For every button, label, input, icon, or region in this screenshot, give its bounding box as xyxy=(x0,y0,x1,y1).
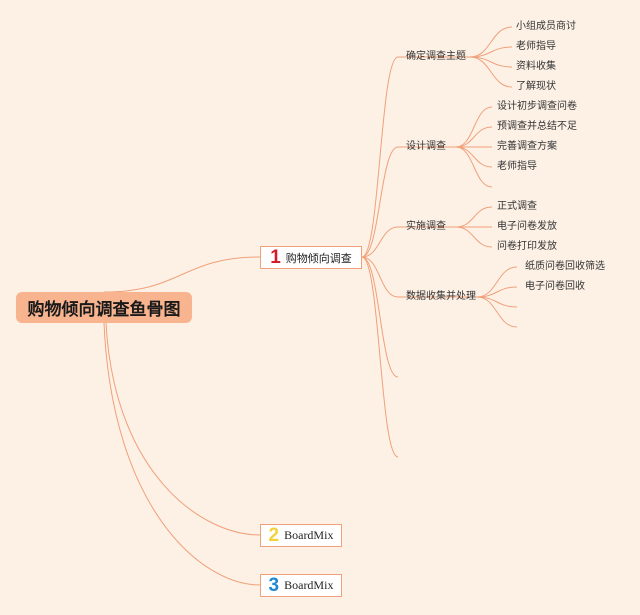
branch-to-topic-line-5 xyxy=(361,256,399,378)
topic4-leaf-line-4 xyxy=(476,296,518,328)
root-to-branch-2-line xyxy=(105,322,261,536)
branch-node-1[interactable]: 1 购物倾向调查 xyxy=(260,246,362,269)
topic-label-4[interactable]: 数据收集并处理 xyxy=(406,291,476,302)
subtopic-3-3[interactable]: 问卷打印发放 xyxy=(497,241,557,252)
subtopic-1-4[interactable]: 了解现状 xyxy=(516,81,556,92)
topic-label-3[interactable]: 实施调查 xyxy=(406,221,446,232)
root-to-branch-1-line xyxy=(103,256,261,293)
branch-number-2: 2 xyxy=(268,525,280,546)
root-topic-label: 购物倾向调查鱼骨图 xyxy=(27,300,181,320)
subtopic-2-1[interactable]: 设计初步调查问卷 xyxy=(497,101,577,112)
topic3-leaf-line-1 xyxy=(455,206,493,228)
topic2-leaf-line-2 xyxy=(455,126,493,148)
subtopic-1-2[interactable]: 老师指导 xyxy=(516,41,556,52)
subtopic-2-2[interactable]: 预调查并总结不足 xyxy=(497,121,577,132)
branch-node-3[interactable]: 3 BoardMix xyxy=(260,574,342,597)
topic2-leaf-line-5 xyxy=(455,146,493,188)
branch-to-topic-line-3 xyxy=(361,226,399,258)
topic-label-1[interactable]: 确定调查主题 xyxy=(406,51,466,62)
branch-label-2: BoardMix xyxy=(284,528,334,542)
topic4-leaf-line-2 xyxy=(476,286,518,298)
topic2-leaf-line-4 xyxy=(455,146,493,168)
topic4-leaf-line-1 xyxy=(476,266,518,298)
subtopic-1-3[interactable]: 资料收集 xyxy=(516,61,556,72)
branch-to-topic-line-4 xyxy=(361,256,399,298)
subtopic-3-2[interactable]: 电子问卷发放 xyxy=(497,221,557,232)
topic3-leaf-line-3 xyxy=(455,226,493,248)
branch-number-3: 3 xyxy=(268,575,280,596)
root-topic[interactable]: 购物倾向调查鱼骨图 xyxy=(16,292,192,323)
branch-label-1: 购物倾向调查 xyxy=(285,251,352,265)
branch-node-2[interactable]: 2 BoardMix xyxy=(260,524,342,547)
root-to-branch-3-line xyxy=(103,322,261,586)
branch-to-topic-line-2 xyxy=(361,146,399,258)
subtopic-2-3[interactable]: 完善调查方案 xyxy=(497,141,557,152)
topic1-leaf-line-1 xyxy=(469,26,513,58)
branch-label-3: BoardMix xyxy=(284,578,334,592)
topic1-leaf-line-2 xyxy=(469,46,513,58)
subtopic-4-1[interactable]: 纸质问卷回收筛选 xyxy=(525,261,605,272)
subtopic-1-1[interactable]: 小组成员商讨 xyxy=(516,21,576,32)
branch-to-topic-line-6 xyxy=(361,256,399,458)
subtopic-2-4[interactable]: 老师指导 xyxy=(497,161,537,172)
branch-to-topic-line-1 xyxy=(361,56,399,258)
branch-number-1: 1 xyxy=(270,247,281,268)
topic2-leaf-line-1 xyxy=(455,106,493,148)
subtopic-4-2[interactable]: 电子问卷回收 xyxy=(525,281,585,292)
topic1-leaf-line-4 xyxy=(469,56,513,88)
topic-label-2[interactable]: 设计调查 xyxy=(406,141,446,152)
subtopic-3-1[interactable]: 正式调查 xyxy=(497,201,537,212)
